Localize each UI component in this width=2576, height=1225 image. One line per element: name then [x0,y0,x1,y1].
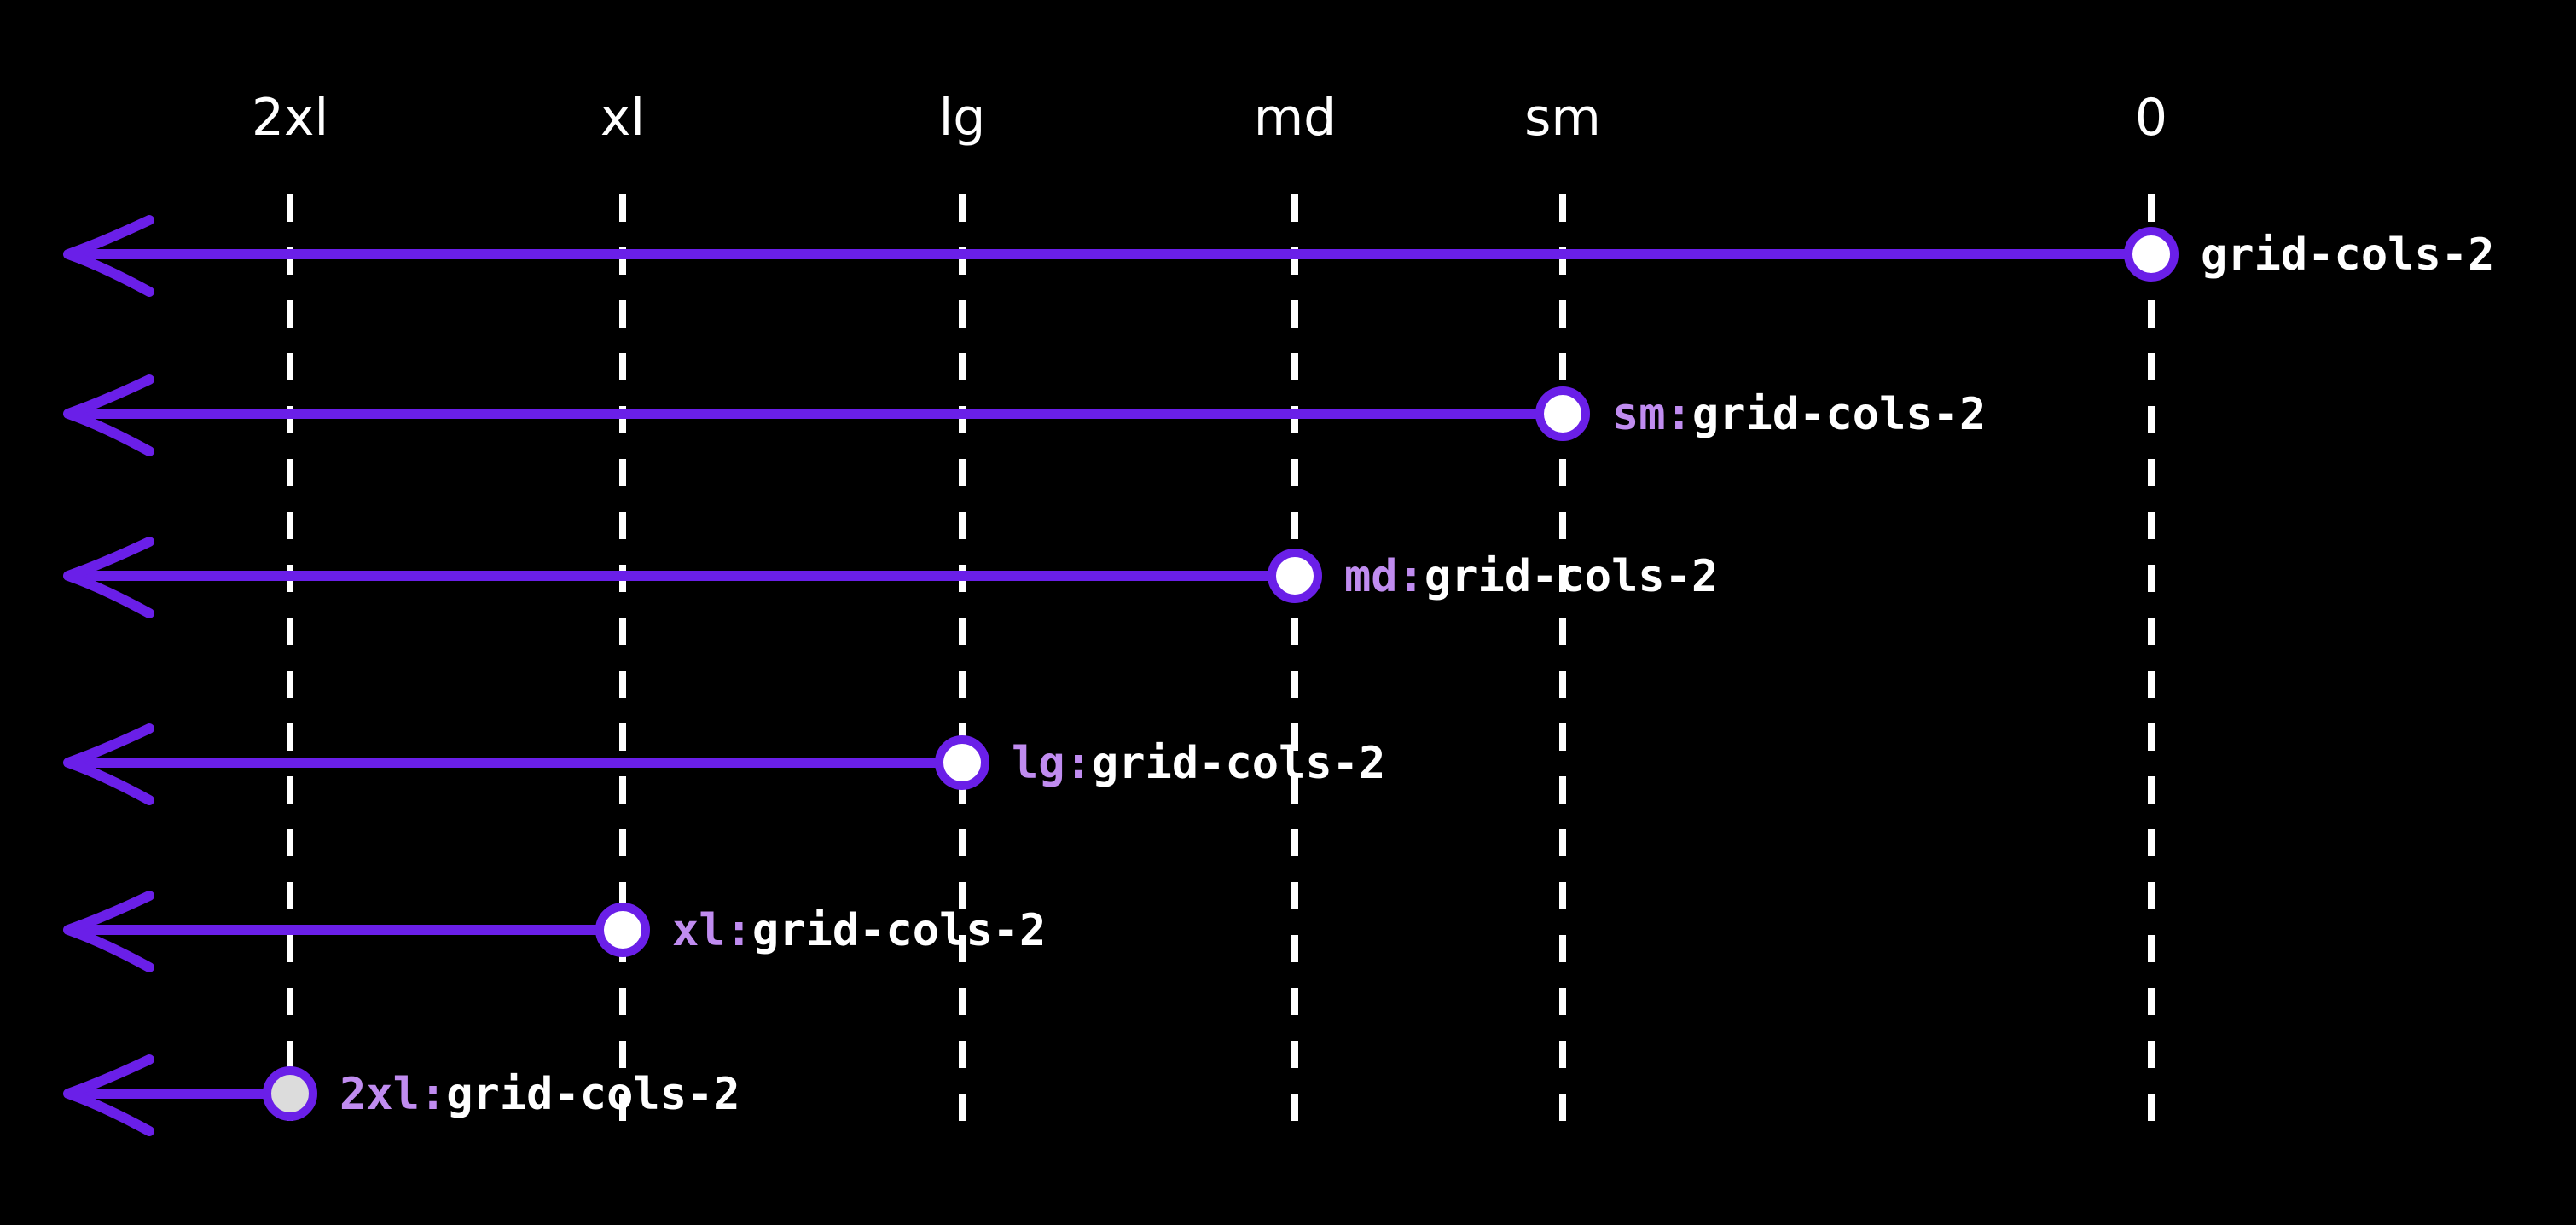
variant-prefix: 2xl: [339,1069,446,1120]
breakpoint-node [2124,227,2179,282]
breakpoint-node [595,903,650,957]
utility-label: grid-cols-2 [2201,229,2494,281]
breakpoint-label-lg: lg [939,88,986,148]
variant-prefix: sm: [1612,389,1692,440]
arrow-left-icon [63,1054,154,1136]
row-lg: lg:grid-cols-2 [63,723,1385,805]
breakpoint-node [935,735,989,790]
utility-label: md:grid-cols-2 [1344,551,1718,602]
row-base: grid-cols-2 [63,215,2494,297]
breakpoint-node [263,1066,317,1121]
utility-label: lg:grid-cols-2 [1012,738,1385,789]
breakpoint-label-md: md [1254,88,1337,148]
utility-rows: grid-cols-2sm:grid-cols-2md:grid-cols-2l… [63,215,2494,1136]
utility-class: grid-cols-2 [1424,551,1718,602]
row-sm: sm:grid-cols-2 [63,374,1986,456]
breakpoint-node [1268,549,1322,603]
breakpoint-label-2xl: 2xl [252,88,328,148]
utility-label: sm:grid-cols-2 [1612,389,1986,440]
utility-label: 2xl:grid-cols-2 [339,1069,740,1120]
breakpoint-guides: 2xl xl lg md sm 0 [252,88,2167,1128]
utility-class: grid-cols-2 [2201,229,2494,281]
breakpoint-label-sm: sm [1524,88,1601,148]
utility-label: xl:grid-cols-2 [672,905,1046,956]
row-2xl: 2xl:grid-cols-2 [63,1054,740,1136]
utility-class: grid-cols-2 [752,905,1046,956]
arrow-left-icon [63,374,154,456]
row-xl: xl:grid-cols-2 [63,891,1046,972]
breakpoint-label-base: 0 [2135,88,2167,148]
breakpoint-node [1535,386,1590,441]
variant-prefix: xl: [672,905,752,956]
utility-class: grid-cols-2 [1692,389,1986,440]
variant-prefix: lg: [1012,738,1092,789]
breakpoint-label-xl: xl [600,88,645,148]
arrow-left-icon [63,891,154,972]
variant-prefix: md: [1344,551,1424,602]
arrow-left-icon [63,537,154,618]
utility-class: grid-cols-2 [1092,738,1385,789]
arrow-left-icon [63,723,154,805]
arrow-left-icon [63,215,154,297]
row-md: md:grid-cols-2 [63,537,1718,618]
utility-class: grid-cols-2 [446,1069,740,1120]
